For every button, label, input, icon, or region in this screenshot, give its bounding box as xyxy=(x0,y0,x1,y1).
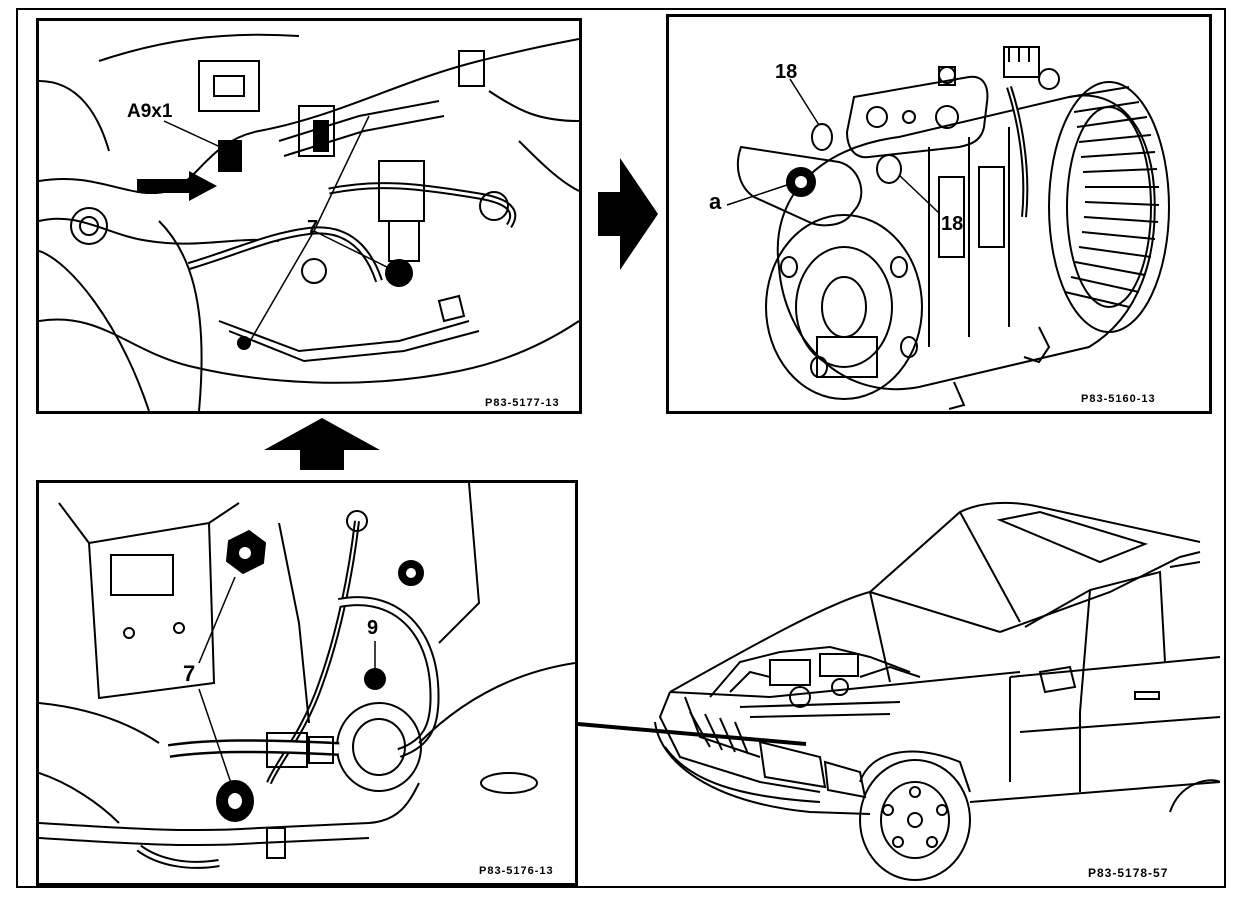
compressor-mount-drawing xyxy=(39,483,575,869)
label-nut-9: 9 xyxy=(367,617,379,639)
label-bolt-a: a xyxy=(709,189,722,214)
car-overview-drawing xyxy=(577,501,1220,881)
panel-compressor-detail: 18 a 18 P83-5160-13 xyxy=(666,14,1212,414)
compressor-drawing xyxy=(726,46,1170,410)
pointer-arrow-icon xyxy=(137,171,217,201)
up-arrow-icon xyxy=(264,418,380,470)
ref-code: P83-5160-13 xyxy=(1081,393,1156,405)
label-bolt-7: 7 xyxy=(183,661,196,686)
label-connector-a9x1: A9x1 xyxy=(127,101,173,122)
panel-compressor-mount-detail: 7 9 P83-5176-13 xyxy=(36,480,578,886)
diagram-frame xyxy=(16,8,1226,888)
label-seal-18-upper: 18 xyxy=(775,61,798,83)
label-bolt-7: 7 xyxy=(307,217,319,239)
ref-code: P83-5177-13 xyxy=(485,397,560,409)
right-arrow-icon xyxy=(598,158,658,270)
label-seal-18-lower: 18 xyxy=(941,213,964,235)
engine-bay-drawing xyxy=(39,33,579,411)
ref-code: P83-5178-57 xyxy=(1088,866,1169,880)
panel-engine-bay-detail: A9x1 7 P83-5177-13 xyxy=(36,18,582,414)
ref-code: P83-5176-13 xyxy=(479,865,554,877)
